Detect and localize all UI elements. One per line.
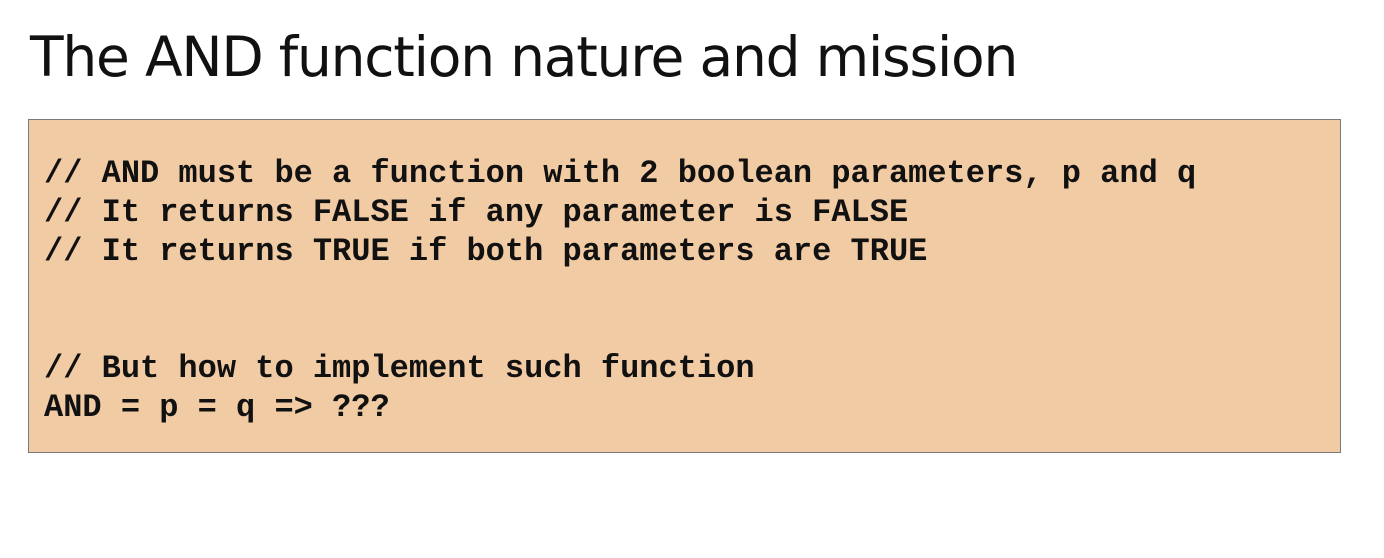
slide-title: The AND function nature and mission [30,25,1018,89]
code-line-1: // AND must be a function with 2 boolean… [44,155,1197,192]
code-line-2: // It returns FALSE if any parameter is … [44,194,909,231]
code-line-6: // But how to implement such function [44,350,755,387]
code-line-3: // It returns TRUE if both parameters ar… [44,233,928,270]
code-line-7: AND = p = q => ??? [44,389,390,426]
code-block: // AND must be a function with 2 boolean… [28,119,1341,453]
